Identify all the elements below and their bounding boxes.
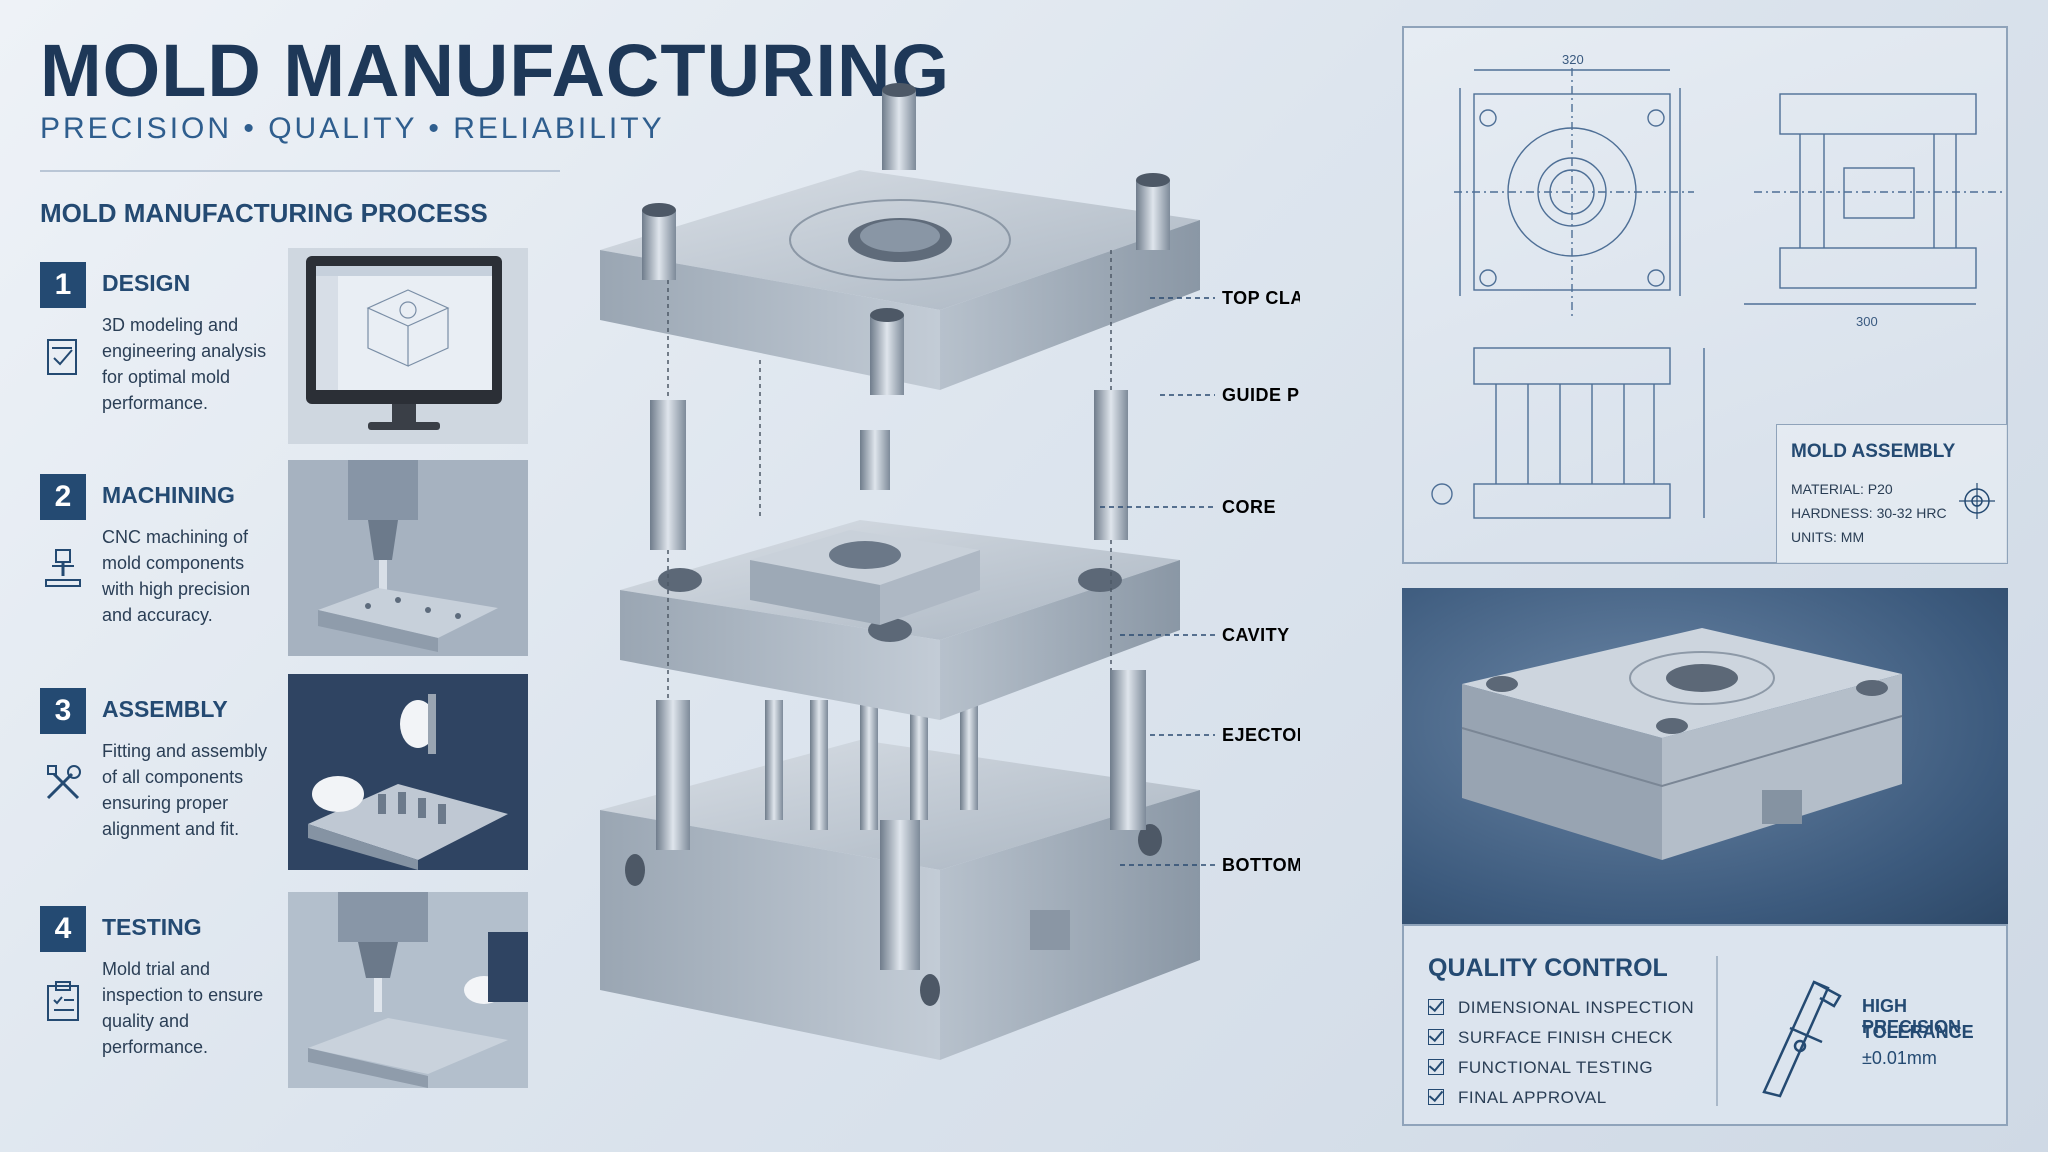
crosshair-icon bbox=[1959, 483, 1995, 519]
qc-item-label: FUNCTIONAL TESTING bbox=[1458, 1058, 1654, 1077]
page-subtitle: PRECISION • QUALITY • RELIABILITY bbox=[40, 112, 665, 145]
process-step-assembly: 3 ASSEMBLY Fitting and assembly of all c… bbox=[40, 674, 540, 884]
step-number: 2 bbox=[40, 474, 86, 520]
callout-leaders bbox=[1100, 297, 1215, 866]
dimension-top: 320 bbox=[1562, 52, 1584, 67]
cnc-icon bbox=[45, 549, 81, 587]
qc-item-label: SURFACE FINISH CHECK bbox=[1458, 1028, 1673, 1047]
header-divider bbox=[40, 170, 560, 172]
step-number: 4 bbox=[40, 906, 86, 952]
qc-item-label: FINAL APPROVAL bbox=[1458, 1088, 1607, 1107]
process-step-design: 1 DESIGN 3D modeling and engineering ana… bbox=[40, 248, 540, 458]
exploded-mold-diagram: TOP CLAMP PLATE GUIDE PILLAR CORE CAVITY… bbox=[600, 83, 1300, 1060]
lower-guide-pillars bbox=[656, 670, 1146, 970]
step-title: DESIGN bbox=[102, 270, 191, 296]
process-title: MOLD MANUFACTURING PROCESS bbox=[40, 198, 488, 228]
process-step-machining: 2 MACHINING CNC machining of mold compon… bbox=[40, 460, 540, 670]
core bbox=[750, 530, 980, 625]
cavity-plate bbox=[620, 520, 1180, 720]
testing-photo bbox=[288, 892, 528, 1088]
precision-label: HIGH PRECISION bbox=[1862, 996, 1962, 1037]
step-title: TESTING bbox=[102, 914, 202, 940]
tolerance-label: TOLERANCE bbox=[1862, 1022, 1974, 1042]
bottom-plate bbox=[600, 740, 1200, 1060]
step-description: Fitting and assembly of all components e… bbox=[102, 741, 268, 839]
step-description: 3D modeling and engineering analysis for… bbox=[102, 315, 267, 413]
dimension-side: 300 bbox=[1856, 314, 1878, 329]
qc-item: FUNCTIONAL TESTING bbox=[1428, 1058, 1653, 1078]
clipboard-icon bbox=[47, 981, 79, 1021]
qc-divider bbox=[1716, 956, 1718, 1106]
design-icon bbox=[47, 339, 77, 375]
step-number: 3 bbox=[40, 688, 86, 734]
quality-control-title: QUALITY CONTROL bbox=[1428, 954, 1668, 982]
assembly-units: UNITS: MM bbox=[1791, 529, 1865, 545]
step-description: Mold trial and inspection to ensure qual… bbox=[102, 959, 264, 1057]
step-title: ASSEMBLY bbox=[102, 696, 228, 722]
step-title: MACHINING bbox=[102, 482, 235, 508]
callout-top-clamp-plate: TOP CLAMP PLATE bbox=[1222, 288, 1300, 308]
technical-drawing-panel: 320 300 MOLD ASSEMBLY MATERIAL: P20 HARD… bbox=[1402, 26, 2008, 564]
checkbox-icon bbox=[1428, 1089, 1444, 1105]
callout-bottom-plate: BOTTOM PLATE bbox=[1222, 855, 1300, 875]
middle-guide-pillars bbox=[650, 390, 1128, 550]
assembly-material: MATERIAL: P20 bbox=[1791, 481, 1893, 497]
checkbox-icon bbox=[1428, 1029, 1444, 1045]
assembly-hardness: HARDNESS: 30-32 HRC bbox=[1791, 505, 1947, 521]
callout-core: CORE bbox=[1222, 497, 1276, 517]
finished-mold-photo bbox=[1402, 588, 2008, 924]
caliper-icon bbox=[1762, 980, 1842, 1098]
tools-icon bbox=[46, 765, 81, 800]
top-clamp-plate bbox=[600, 170, 1200, 390]
callout-guide-pillar: GUIDE PILLAR bbox=[1222, 385, 1300, 405]
process-step-testing: 4 TESTING Mold trial and inspection to e… bbox=[40, 892, 540, 1102]
assembly-guide-lines bbox=[667, 250, 1112, 700]
checkbox-icon bbox=[1428, 1059, 1444, 1075]
checkbox-icon bbox=[1428, 999, 1444, 1015]
page-title: MOLD MANUFACTURING bbox=[40, 29, 951, 112]
qc-item: SURFACE FINISH CHECK bbox=[1428, 1028, 1673, 1048]
step-number: 1 bbox=[40, 262, 86, 308]
guide-pillar bbox=[642, 83, 1170, 395]
diagram-callouts: TOP CLAMP PLATE GUIDE PILLAR CORE CAVITY… bbox=[1222, 288, 1300, 875]
step-description: CNC machining of mold components with hi… bbox=[102, 527, 251, 625]
machining-photo bbox=[288, 460, 528, 656]
assembly-photo bbox=[288, 674, 528, 870]
callout-cavity: CAVITY bbox=[1222, 625, 1290, 645]
tolerance-value: ±0.01mm bbox=[1862, 1048, 1937, 1068]
quality-control-panel: QUALITY CONTROL DIMENSIONAL INSPECTION S… bbox=[1402, 924, 2008, 1126]
mold-assembly-titleblock: MOLD ASSEMBLY MATERIAL: P20 HARDNESS: 30… bbox=[1776, 424, 2008, 564]
assembly-title: MOLD ASSEMBLY bbox=[1791, 441, 1956, 462]
qc-item-label: DIMENSIONAL INSPECTION bbox=[1458, 998, 1695, 1017]
ejector-system bbox=[765, 700, 978, 830]
qc-item: FINAL APPROVAL bbox=[1428, 1088, 1607, 1108]
callout-ejector-system: EJECTOR SYSTEM bbox=[1222, 725, 1300, 745]
qc-item: DIMENSIONAL INSPECTION bbox=[1428, 998, 1694, 1018]
design-photo bbox=[288, 248, 528, 444]
blueprint-drawing: 320 300 bbox=[1431, 52, 2002, 519]
